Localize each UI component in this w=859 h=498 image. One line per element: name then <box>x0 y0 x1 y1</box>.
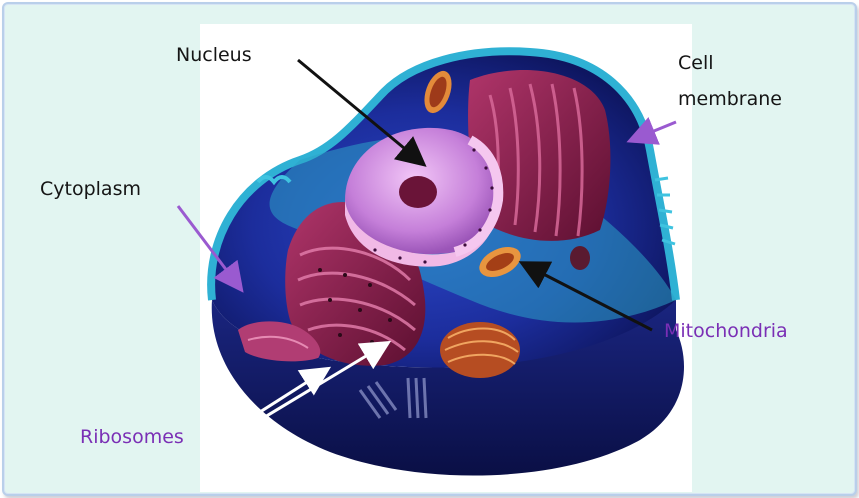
cell-membrane-label-line1: Cell <box>678 52 714 74</box>
golgi-apparatus <box>440 322 520 378</box>
mitochondria-label: Mitochondria <box>664 320 788 342</box>
nucleus-label: Nucleus <box>176 44 252 66</box>
cytoplasm-label: Cytoplasm <box>40 178 141 200</box>
ribosomes-label: Ribosomes <box>80 426 184 448</box>
cell-membrane-label-line2: membrane <box>678 88 782 110</box>
vacuole-small <box>570 246 590 270</box>
nucleolus <box>399 176 437 208</box>
